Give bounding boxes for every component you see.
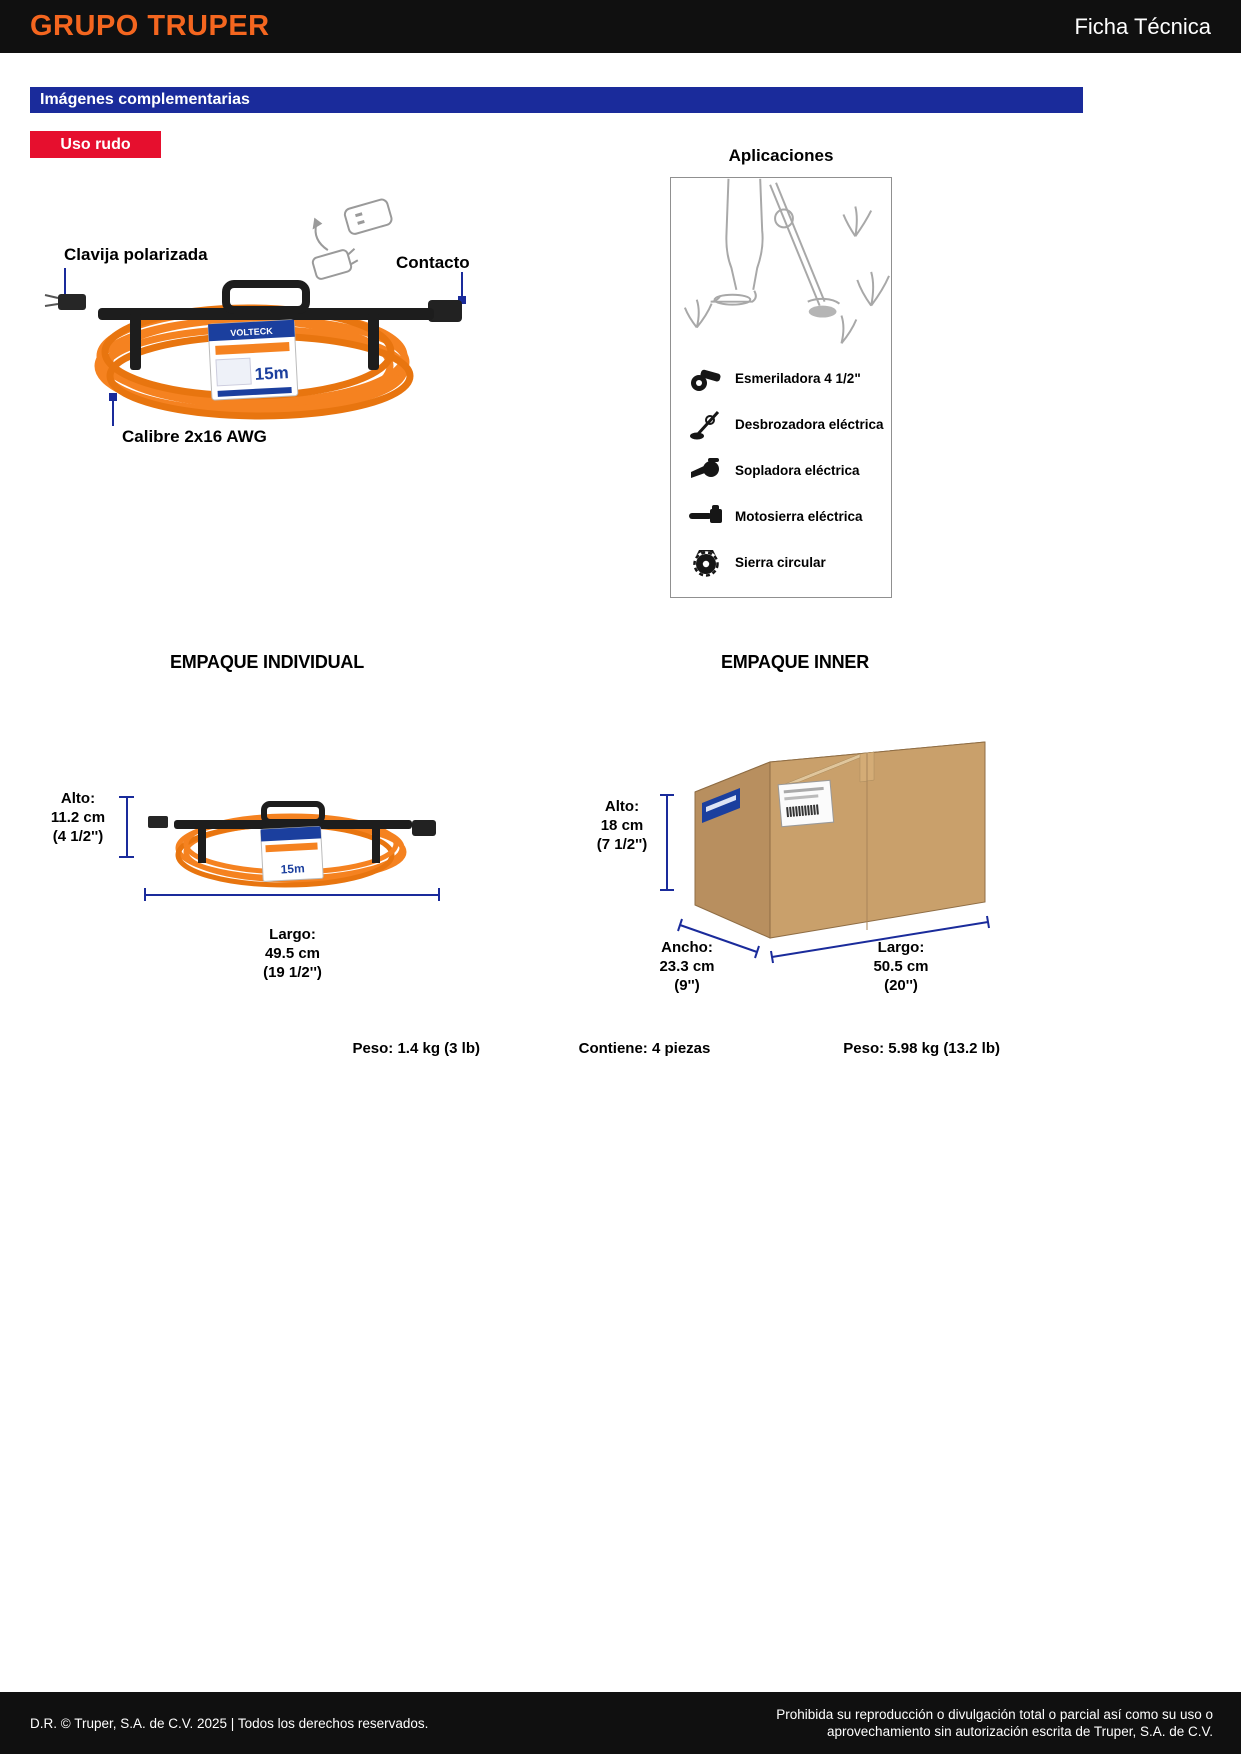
empaque-inner-title: EMPAQUE INNER xyxy=(720,652,870,672)
plug-contact-sketch xyxy=(311,198,393,280)
product-label-card: VOLTECK 15m xyxy=(207,319,299,401)
chainsaw-icon xyxy=(683,504,729,528)
aplicaciones-title: Aplicaciones xyxy=(728,146,834,165)
aplicaciones-panel: Esmeriladora 4 1/2" Desbrozadora eléctri… xyxy=(670,177,892,598)
inner-largo-dimension-line xyxy=(770,915,990,964)
contains-value: 4 piezas xyxy=(651,1040,711,1057)
trimmer-illustration xyxy=(683,178,890,344)
weight-value: 5.98 kg (13.2 lb) xyxy=(888,1040,1000,1057)
inner-alto-dimension-line xyxy=(660,794,674,891)
list-item: Sierra circular xyxy=(671,539,891,585)
badge-label: Uso rudo xyxy=(60,135,131,153)
callout-contacto: Contacto xyxy=(396,253,470,272)
socket-end xyxy=(428,300,462,322)
alto-cap-bottom xyxy=(119,856,134,858)
list-item: Esmeriladora 4 1/2" xyxy=(671,356,891,402)
callout-calibre: Calibre 2x16 AWG xyxy=(122,427,267,446)
inner-ancho-label: Ancho: 23.3 cm (9'') xyxy=(659,939,715,994)
mini-label-card: 15m xyxy=(260,825,324,882)
empaque-individual-title: EMPAQUE INDIVIDUAL xyxy=(169,652,365,672)
brand-logo: GRUPO TRUPER xyxy=(30,10,270,42)
handle-grip xyxy=(222,280,310,314)
largo-cap-right xyxy=(438,888,440,901)
individual-weight: Peso: 1.4 kg (3 lb) xyxy=(290,1040,480,1057)
list-item: Desbrozadora eléctrica xyxy=(671,402,891,448)
weight-label: Peso: xyxy=(843,1040,885,1057)
weight-label: Peso: xyxy=(352,1040,394,1057)
blower-icon xyxy=(683,457,729,483)
uso-rudo-badge: Uso rudo xyxy=(30,131,161,158)
list-item: Sopladora eléctrica xyxy=(671,448,891,494)
brushcutter-icon xyxy=(683,410,729,440)
copyright-text: D.R. © Truper, S.A. de C.V. 2025 | Todos… xyxy=(30,1715,429,1731)
footer-bar: D.R. © Truper, S.A. de C.V. 2025 | Todos… xyxy=(0,1692,1241,1754)
circular-saw-icon xyxy=(683,547,729,577)
largo-cap-left xyxy=(144,888,146,901)
inner-box-illustration xyxy=(660,741,990,964)
inner-weight: Peso: 5.98 kg (13.2 lb) xyxy=(800,1040,1000,1057)
individual-package-illustration: 15m xyxy=(148,801,436,888)
doc-type-title: Ficha Técnica xyxy=(1074,13,1211,39)
callout-clavija: Clavija polarizada xyxy=(64,245,208,264)
section-title-bar: Imágenes complementarias xyxy=(30,87,1083,113)
app-label: Desbrozadora eléctrica xyxy=(735,417,884,433)
list-item: Motosierra eléctrica xyxy=(671,493,891,539)
inner-ancho-dimension-line xyxy=(677,918,760,959)
mini-label-length-text: 15m xyxy=(280,861,305,876)
weight-value: 1.4 kg (3 lb) xyxy=(397,1040,480,1057)
section-title: Imágenes complementarias xyxy=(40,91,250,108)
inner-largo-label: Largo: 50.5 cm (20'') xyxy=(873,939,929,994)
aplicaciones-list: Esmeriladora 4 1/2" Desbrozadora eléctri… xyxy=(671,356,891,585)
angle-grinder-icon xyxy=(683,365,729,393)
legal-text: Prohibida su reproducción o divulgación … xyxy=(776,1707,1213,1739)
box-left-face xyxy=(694,761,771,939)
largo-dimension-line xyxy=(145,894,440,896)
individual-largo-label: Largo: 49.5 cm (19 1/2'') xyxy=(263,926,322,981)
inner-contains: Contiene: 4 piezas xyxy=(557,1040,732,1057)
label-brand-text: VOLTECK xyxy=(230,326,273,338)
contains-label: Contiene: xyxy=(578,1040,648,1057)
app-label: Motosierra eléctrica xyxy=(735,508,863,524)
header-bar: GRUPO TRUPER Ficha Técnica xyxy=(0,0,1241,53)
alto-dimension-line xyxy=(126,797,128,858)
individual-alto-label: Alto: 11.2 cm (4 1/2'') xyxy=(50,790,106,845)
box-shipping-label xyxy=(777,779,835,828)
inner-alto-label: Alto: 18 cm (7 1/2'') xyxy=(596,798,648,853)
label-length-text: 15m xyxy=(254,363,289,384)
app-label: Sopladora eléctrica xyxy=(735,462,860,478)
plug-end xyxy=(44,294,86,310)
product-illustration: VOLTECK 15m xyxy=(44,198,466,426)
app-label: Esmeriladora 4 1/2" xyxy=(735,371,861,387)
box-front-face xyxy=(769,741,986,939)
app-label: Sierra circular xyxy=(735,554,826,570)
alto-cap-top xyxy=(119,796,134,798)
